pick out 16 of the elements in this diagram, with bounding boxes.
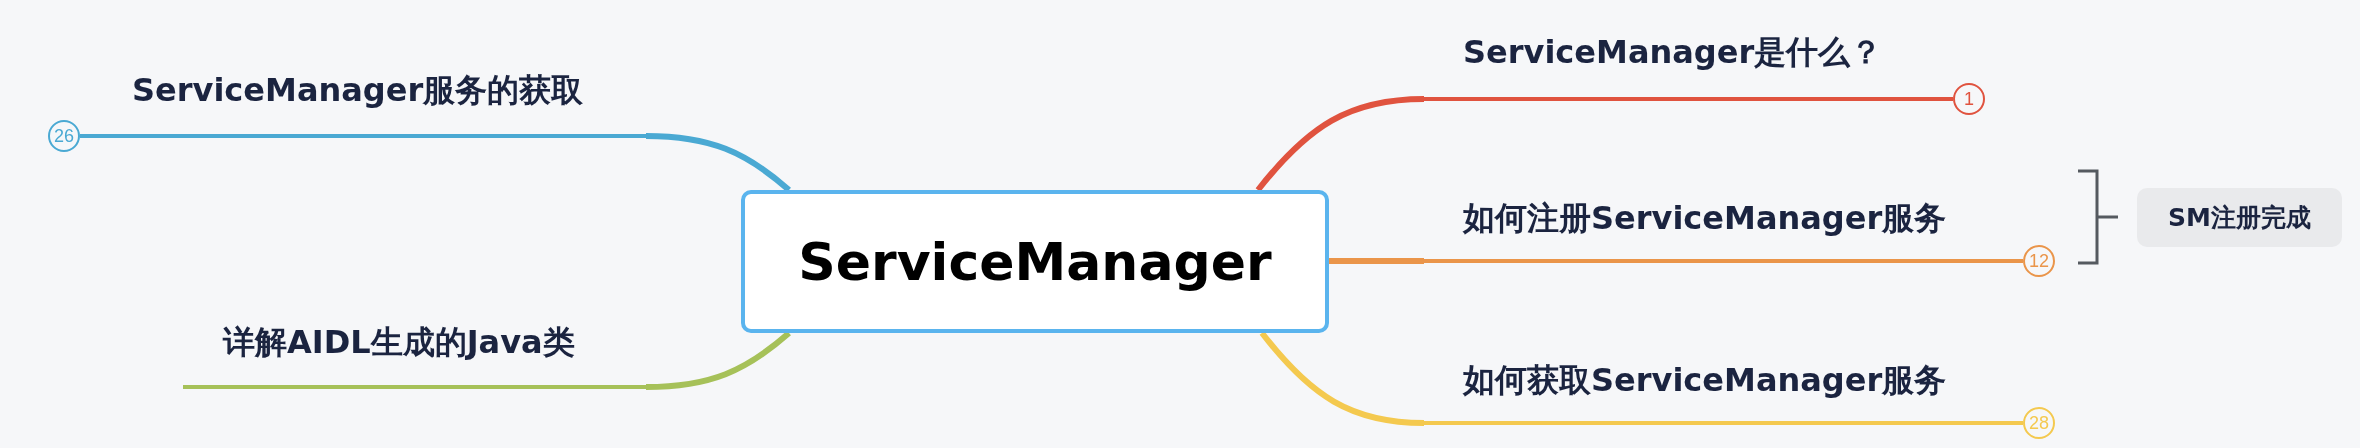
branch-line: [1259, 331, 1425, 426]
count-badge: 1: [1953, 83, 1985, 115]
central-topic-box: ServiceManager: [741, 190, 1329, 333]
underlined-topic: ServiceManager是什么？: [1424, 26, 1953, 101]
underlined-topic: 如何注册ServiceManager服务: [1424, 188, 2023, 263]
branch-line: [645, 330, 791, 390]
underlined-topic: 如何获取ServiceManager服务: [1424, 350, 2023, 425]
branch-line: [645, 133, 791, 193]
count-badge: 26: [48, 120, 80, 152]
count-badge: 28: [2023, 407, 2055, 439]
branch-line: [1255, 96, 1425, 192]
underlined-topic: ServiceManager服务的获取: [80, 64, 646, 138]
branch-line: [1329, 258, 1424, 264]
underlined-topic: 详解AIDL生成的Java类: [183, 315, 646, 389]
count-badge: 12: [2023, 245, 2055, 277]
summary-box: SM注册完成: [2137, 188, 2342, 247]
